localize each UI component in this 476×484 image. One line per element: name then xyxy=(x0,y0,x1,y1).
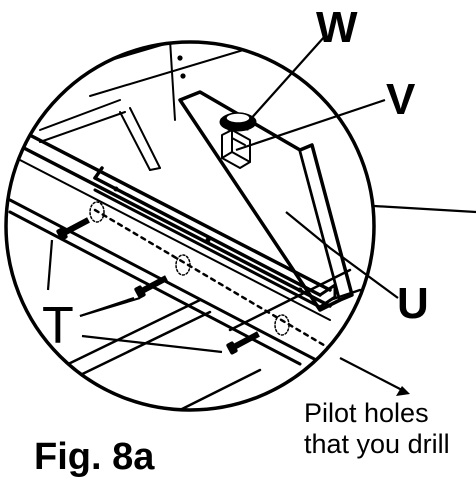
screw-3 xyxy=(226,331,260,355)
screws-t xyxy=(56,217,260,355)
panel-u xyxy=(178,90,354,312)
label-t: T xyxy=(42,297,74,355)
screw-1 xyxy=(56,217,90,241)
screw-2 xyxy=(134,275,168,299)
pilot-hole-line xyxy=(89,201,374,392)
label-u: U xyxy=(397,279,429,328)
label-v: V xyxy=(386,75,416,124)
label-w: W xyxy=(316,3,358,52)
long-rail xyxy=(18,128,337,321)
knob-w xyxy=(219,112,257,132)
magnifier-circle xyxy=(4,40,376,412)
leader-w xyxy=(247,35,326,123)
callout-lines xyxy=(46,35,476,391)
figure-caption: Fig. 8a xyxy=(34,436,155,478)
leader-u xyxy=(285,211,399,299)
leader-t-2 xyxy=(81,334,223,354)
leader-arrow xyxy=(339,357,403,391)
leader-t-2b xyxy=(79,296,135,318)
note-line-1: Pilot holes xyxy=(304,398,429,428)
leader-right xyxy=(373,204,476,214)
note-line-2: that you drill xyxy=(304,429,450,459)
bottom-boards xyxy=(58,268,362,410)
leader-v xyxy=(235,98,386,152)
pilot-holes-note: Pilot holes that you drill xyxy=(304,398,450,460)
arrow-head-icon xyxy=(396,386,410,396)
leader-t-upper-vertical xyxy=(46,239,54,291)
